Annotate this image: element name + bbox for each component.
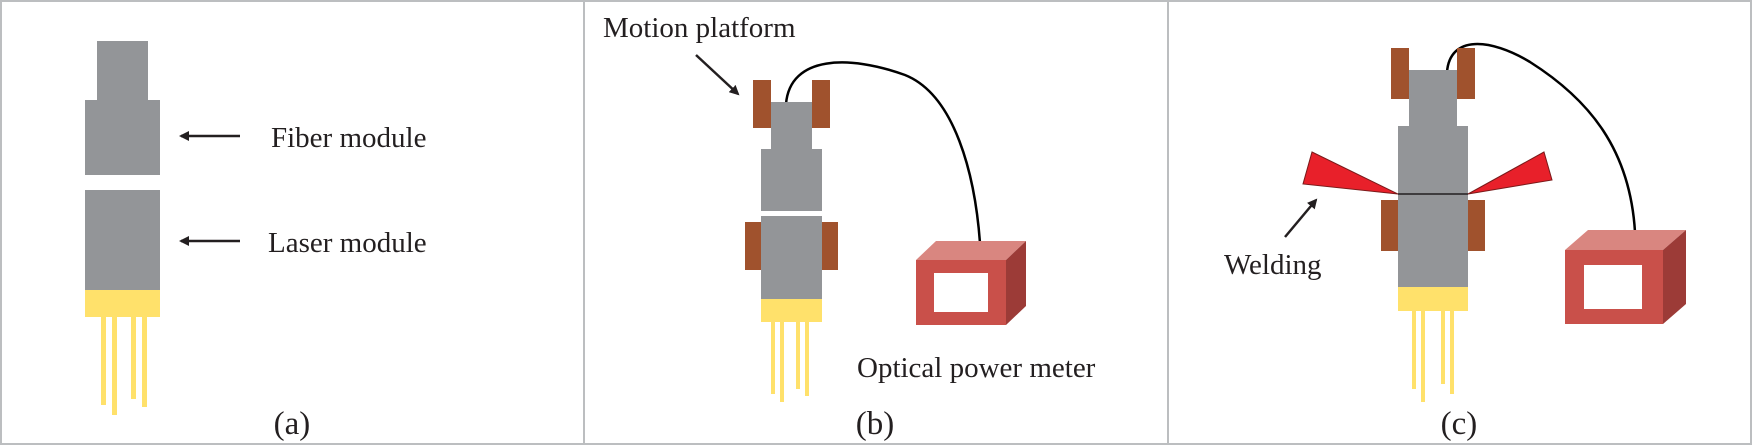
welding-arrow [1284,198,1318,238]
upper-clamp-left [1391,48,1409,99]
panel-a: Fiber module Laser module (a) [85,41,427,442]
laser-pin [1412,311,1416,389]
fiber-module-top [1409,70,1457,127]
optical-power-meter [916,241,1026,325]
lower-clamp-right [822,222,838,270]
panel-b: Motion platform Optical po [603,12,1096,442]
caption-b: (b) [856,406,894,442]
meter-side-face [1663,230,1686,324]
fiber-module [85,41,160,175]
lower-clamp-left [1381,200,1398,251]
laser-pin [1441,311,1445,384]
upper-clamp-right [1457,48,1475,99]
laser-pin [101,317,106,405]
laser-module-body [85,190,160,290]
laser-pin [112,317,117,415]
laser-pin [780,322,784,402]
laser-module-body [761,216,822,299]
laser-module-body [1398,194,1468,287]
welding-beam-right [1467,151,1553,195]
caption-a: (a) [274,406,311,442]
laser-module [85,190,160,415]
fiber-cable [784,61,982,244]
welding-label: Welding [1224,249,1322,281]
meter-top-face [1565,230,1686,250]
laser-pin [1450,311,1454,394]
laser-pin [805,322,809,396]
motion-platform-label: Motion platform [603,12,796,44]
meter-screen [1584,265,1642,309]
laser-module-label: Laser module [268,227,427,259]
fiber-module [761,102,822,211]
fiber-module-body [1398,126,1468,194]
meter-side-face [1006,241,1026,325]
laser-module-base [761,299,822,322]
fiber-module-top [771,102,812,150]
laser-pin [142,317,147,407]
fiber-cable [1445,42,1637,233]
welding-beam-left [1302,151,1399,195]
upper-clamp-left [753,80,771,128]
caption-c: (c) [1441,406,1478,442]
laser-pin [131,317,136,399]
laser-module [761,216,822,402]
motion-platform-arrow [695,54,740,96]
fiber-module-top [97,41,148,101]
laser-pin [796,322,800,389]
fiber-module-body [761,149,822,211]
fiber-module [1398,70,1468,194]
laser-module [1398,194,1468,402]
meter-screen [934,273,988,312]
fiber-module-body [85,100,160,175]
optical-power-meter-label: Optical power meter [857,352,1096,384]
upper-clamp-right [812,80,830,128]
laser-module-base [1398,287,1468,311]
laser-pins [1412,311,1454,402]
fiber-module-label: Fiber module [271,122,426,154]
laser-pins [771,322,809,402]
meter-top-face [916,241,1026,260]
laser-pins [101,317,147,415]
panel-c-border [1167,0,1752,445]
laser-pin [771,322,775,394]
laser-pin [1421,311,1425,402]
lower-clamp-left [745,222,761,270]
optical-power-meter [1565,230,1686,324]
laser-module-base [85,290,160,317]
panel-c: Welding (c) [1224,42,1686,442]
lower-clamp-right [1468,200,1485,251]
